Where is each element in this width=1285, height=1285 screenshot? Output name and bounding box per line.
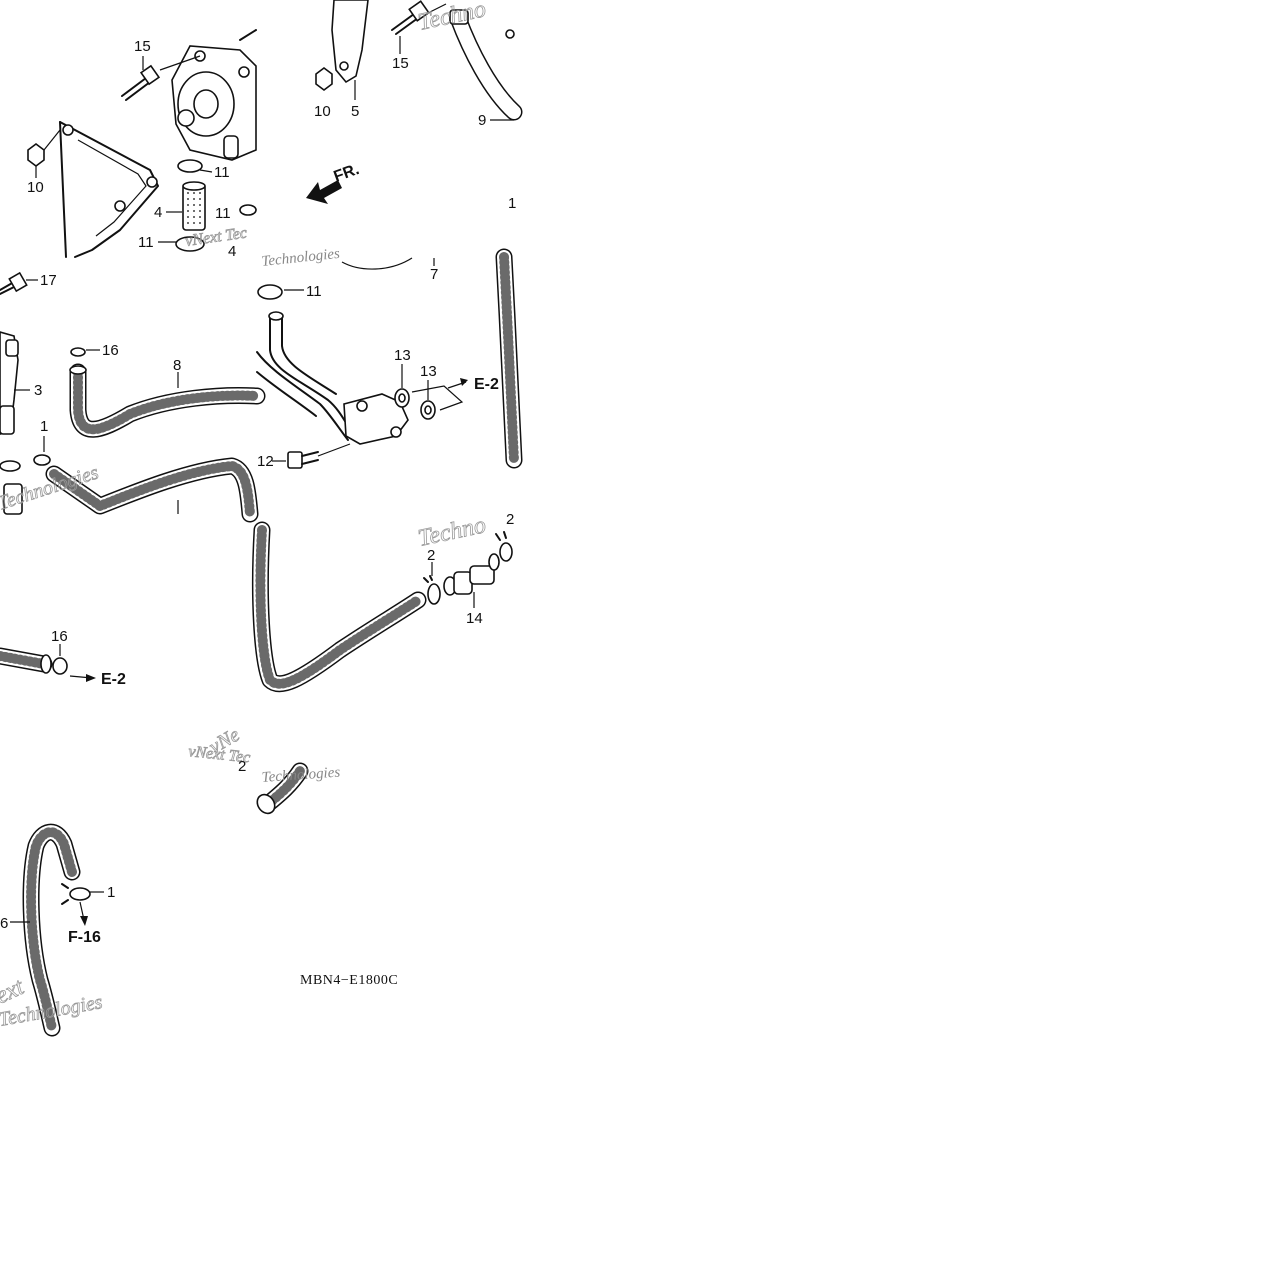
clamp-2b [499, 542, 513, 562]
callout-5: 5 [351, 103, 359, 120]
clip-16b [52, 657, 68, 675]
callout-11c: 11 [138, 234, 154, 251]
callout-10b: 10 [314, 103, 331, 120]
callout-3: 3 [34, 382, 42, 399]
valve-3 [0, 331, 19, 435]
tile-part-code: 2 Technologies MBN4−E1800C [238, 758, 398, 988]
callout-2: 2 [427, 547, 435, 564]
nut-10 [27, 143, 45, 167]
callout-15: 15 [134, 38, 151, 55]
callout-17: 17 [40, 272, 57, 289]
hose-6-lower [251, 521, 427, 693]
callout-1: 1 [40, 418, 48, 435]
tile-pipe-joint: 11 7 13 13 E-2 [256, 246, 523, 470]
pump-bracket [59, 121, 159, 258]
callout-1b: 1 [107, 884, 115, 901]
callout-9: 9 [478, 112, 486, 129]
callout-6: 6 [0, 915, 8, 932]
callout-15b: 15 [392, 55, 409, 72]
callout-13b: 13 [420, 363, 437, 380]
tile-front-bracket: 5 10 15 9 FR. 1 Techno [306, 0, 523, 212]
bolt-15 [121, 55, 201, 101]
clip-16 [70, 347, 86, 357]
callout-16: 16 [102, 342, 119, 359]
hose-6-bottom [22, 823, 81, 1037]
tile-hose-8: 17 3 16 8 1 [0, 271, 266, 523]
front-direction-arrow [306, 180, 342, 204]
callout-11b: 11 [215, 205, 231, 222]
hose-9 [449, 9, 523, 121]
callout-1-edge: 1 [508, 195, 516, 212]
nut-10b [315, 67, 333, 91]
hose-6-upper [45, 457, 259, 523]
clamp-11 [177, 159, 203, 173]
watermark-text-d: Technologies [261, 246, 341, 270]
diagram-code: MBN4−E1800C [300, 973, 398, 988]
callout-12: 12 [257, 453, 274, 470]
hose-4 [182, 181, 206, 231]
callout-2b: 2 [238, 758, 246, 775]
callout-10: 10 [27, 179, 44, 196]
watermark-text-j: Technologies [261, 765, 341, 786]
metal-pipe-assembly [256, 311, 409, 445]
callout-11: 11 [214, 164, 230, 181]
callout-16b: 16 [51, 628, 68, 645]
bolt-12 [287, 443, 351, 469]
hose-2-stub [256, 762, 309, 815]
tile-fuel-pump: 15 10 11 4 11 11 4 vNext Tec [27, 29, 257, 260]
reference-e2-lower: E-2 [101, 671, 126, 688]
joint-14 [443, 553, 500, 596]
bolt-17 [0, 271, 28, 295]
bolt-15b [391, 0, 447, 35]
hose-8 [69, 363, 266, 438]
clamp-11d [257, 284, 283, 300]
hose-6-end [0, 647, 53, 674]
callout-14: 14 [466, 610, 483, 627]
reference-e2-upper: E-2 [474, 376, 499, 393]
tile-hose-end: 16 E-2 vNext Tec vNe [0, 628, 251, 767]
watermark-text-g: Techno [416, 512, 488, 552]
fuel-pump [171, 29, 257, 161]
clamp-2 [427, 583, 441, 605]
callout-4b: 4 [228, 243, 236, 260]
bracket-5 [331, 0, 369, 84]
callout-13: 13 [394, 347, 411, 364]
clamp-1b [69, 887, 91, 901]
tile-hose-joint: 2 14 2 Techno [251, 511, 514, 693]
clamp-1 [33, 454, 51, 466]
tile-lower-hose: 1 F-16 6 ext Technologies [0, 823, 115, 1037]
watermark-text-b: Techno [416, 0, 488, 36]
callout-4: 4 [154, 204, 162, 221]
callout-7: 7 [430, 266, 438, 283]
callout-2-edge: 2 [506, 511, 514, 528]
front-marker-label: FR. [332, 161, 362, 186]
reference-f16: F-16 [68, 929, 101, 946]
callout-11d: 11 [306, 283, 322, 300]
callout-8: 8 [173, 357, 181, 374]
